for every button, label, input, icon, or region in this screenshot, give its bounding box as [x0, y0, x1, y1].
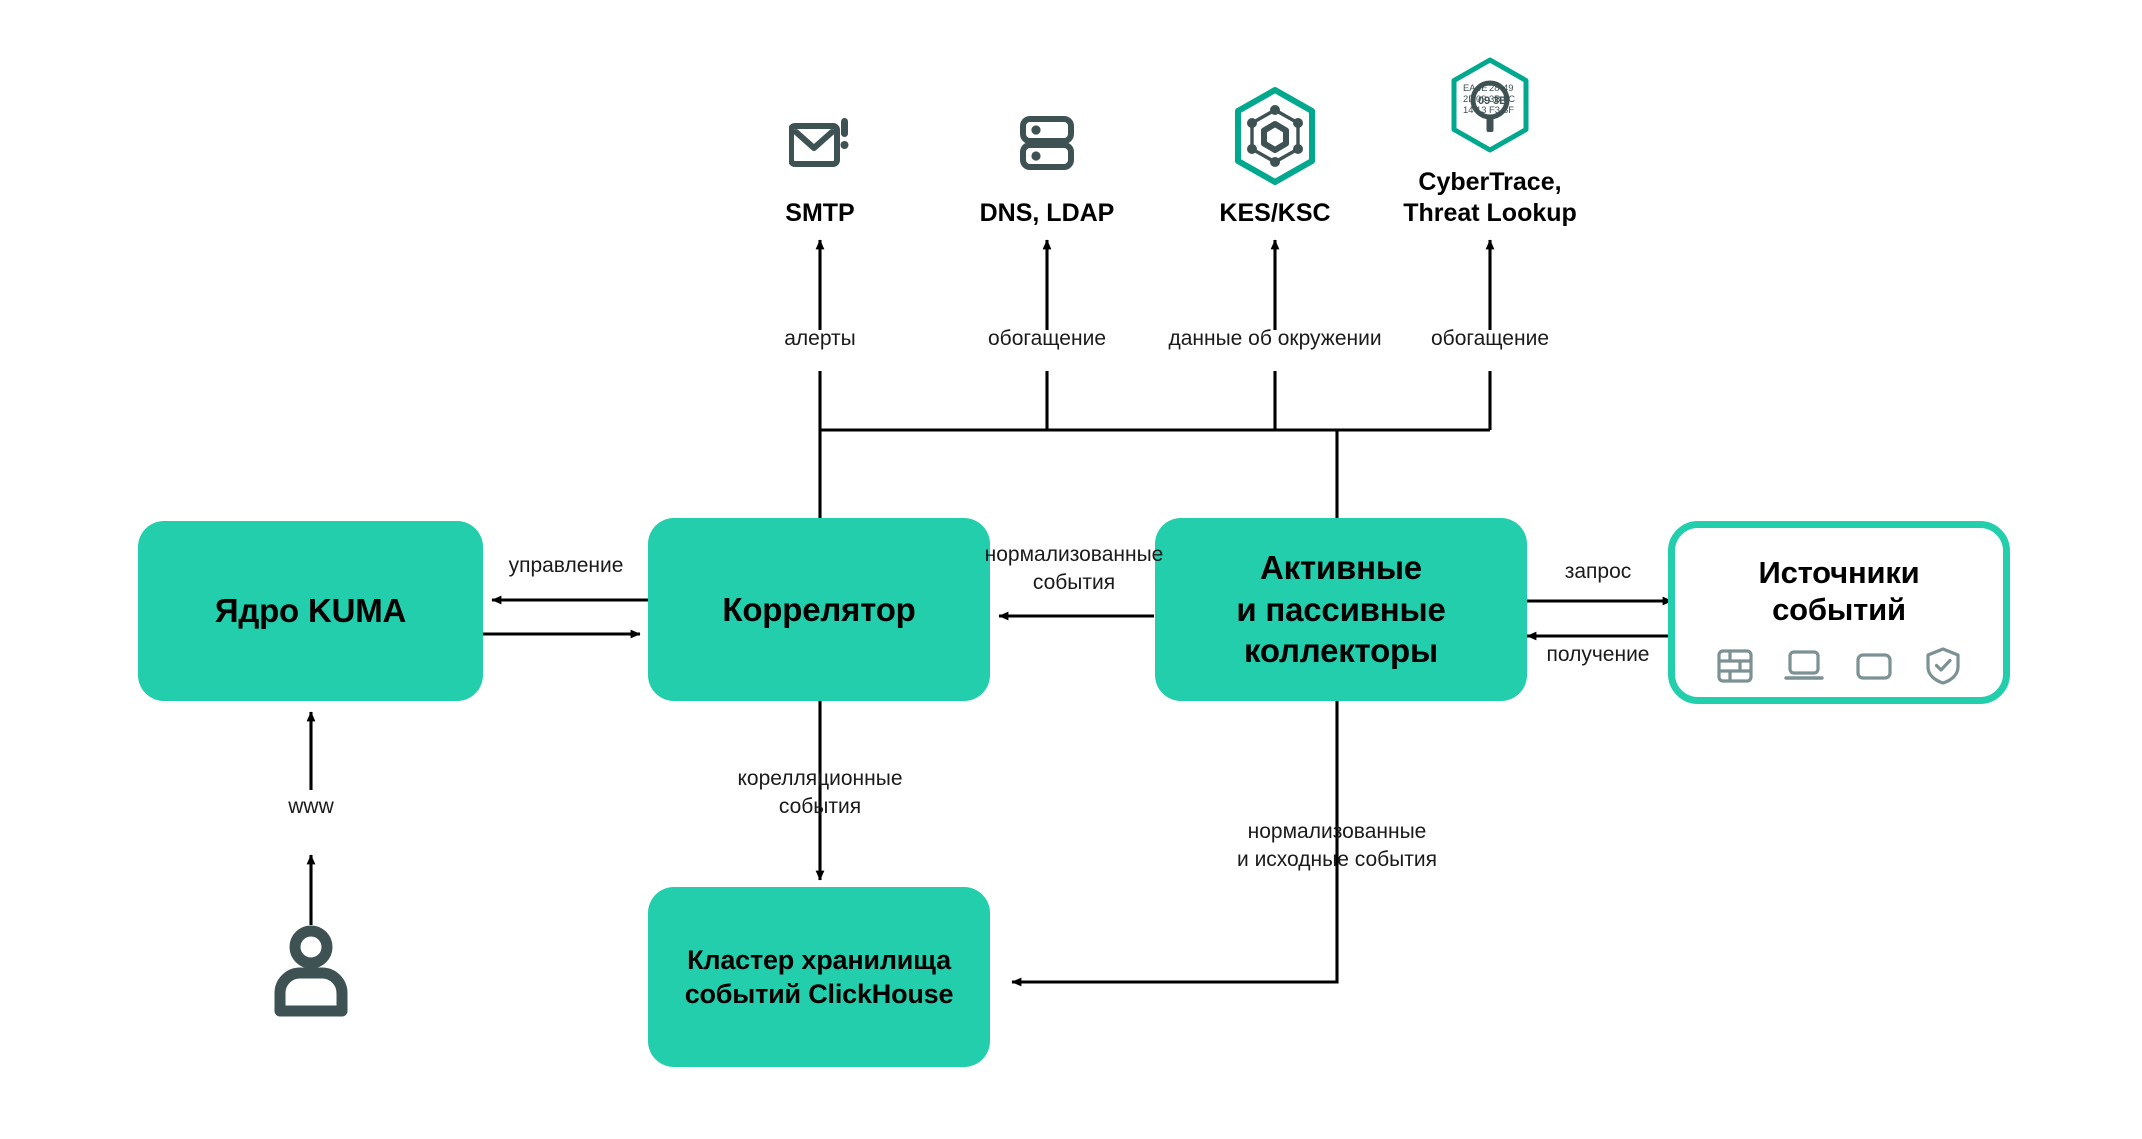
- external-system-smtp[interactable]: SMTP: [670, 100, 970, 229]
- wire-normalized-and-raw: [1011, 700, 1339, 987]
- user-actor[interactable]: [268, 925, 354, 1022]
- external-system-kes-ksc[interactable]: KES/KSC: [1125, 86, 1425, 229]
- kaspersky-hexagon-icon: [1230, 86, 1320, 186]
- event-source-icon-row: [1716, 646, 1962, 692]
- external-system-dns-ldap[interactable]: DNS, LDAP: [897, 100, 1197, 229]
- external-system-label: KES/KSC: [1219, 199, 1331, 227]
- node-label: Коррелятор: [722, 590, 916, 628]
- node-event-sources[interactable]: Источники событий: [1668, 521, 2010, 704]
- node-correlator[interactable]: Коррелятор: [648, 518, 990, 701]
- edge-label-management: управление: [508, 554, 624, 577]
- shield-check-icon: [1924, 646, 1962, 692]
- external-system-label: DNS, LDAP: [979, 199, 1115, 227]
- svg-text:8F: 8F: [1503, 104, 1514, 115]
- svg-text:EA: EA: [1463, 82, 1476, 93]
- external-system-label: SMTP: [785, 199, 855, 227]
- svg-text:3B: 3B: [1489, 93, 1500, 104]
- edge-label-enrichment-dns: обогащение: [988, 327, 1106, 350]
- edge-label-normalized-events: нормализованные события: [984, 543, 1164, 594]
- svg-text:28: 28: [1489, 82, 1499, 93]
- node-kuma-core[interactable]: Ядро KUMA: [138, 521, 483, 701]
- svg-text:14: 14: [1463, 104, 1473, 115]
- edge-label-environment-data: данные об окружении: [1168, 327, 1382, 350]
- svg-text:2D: 2D: [1463, 93, 1475, 104]
- monitor-icon: [1854, 647, 1894, 691]
- node-label: Активные и пассивные коллекторы: [1236, 549, 1446, 670]
- laptop-icon: [1784, 647, 1824, 691]
- svg-text:49: 49: [1503, 82, 1513, 93]
- edge-label-enrichment-cybertrace: обогащение: [1431, 327, 1549, 350]
- node-label: Кластер хранилища событий ClickHouse: [684, 944, 954, 1009]
- firewall-icon: [1716, 647, 1754, 691]
- svg-text:09: 09: [1476, 93, 1486, 104]
- edge-label-receive: получение: [1546, 643, 1650, 666]
- user-icon: [268, 925, 354, 1021]
- svg-text:09: 09: [1478, 95, 1490, 107]
- edge-label-www: www: [288, 795, 334, 818]
- mail-alert-icon: [789, 100, 851, 186]
- node-label: Источники событий: [1758, 555, 1920, 628]
- node-label: Ядро KUMA: [214, 592, 407, 630]
- edge-label-correlation-events: корелляционные события: [737, 767, 903, 818]
- edge-label-normalized-and-raw: нормализованные и исходные события: [1237, 820, 1437, 871]
- node-clickhouse[interactable]: Кластер хранилища событий ClickHouse: [648, 887, 990, 1067]
- node-collectors[interactable]: Активные и пассивные коллекторы: [1155, 518, 1527, 701]
- edge-label-alerts: алерты: [784, 327, 856, 350]
- svg-text:13: 13: [1476, 104, 1486, 115]
- server-icon: [1019, 100, 1075, 186]
- svg-text:3B: 3B: [1493, 95, 1507, 107]
- external-system-label: CyberTrace, Threat Lookup: [1403, 168, 1577, 227]
- edge-label-request: запрос: [1564, 560, 1632, 583]
- svg-text:F3: F3: [1489, 104, 1500, 115]
